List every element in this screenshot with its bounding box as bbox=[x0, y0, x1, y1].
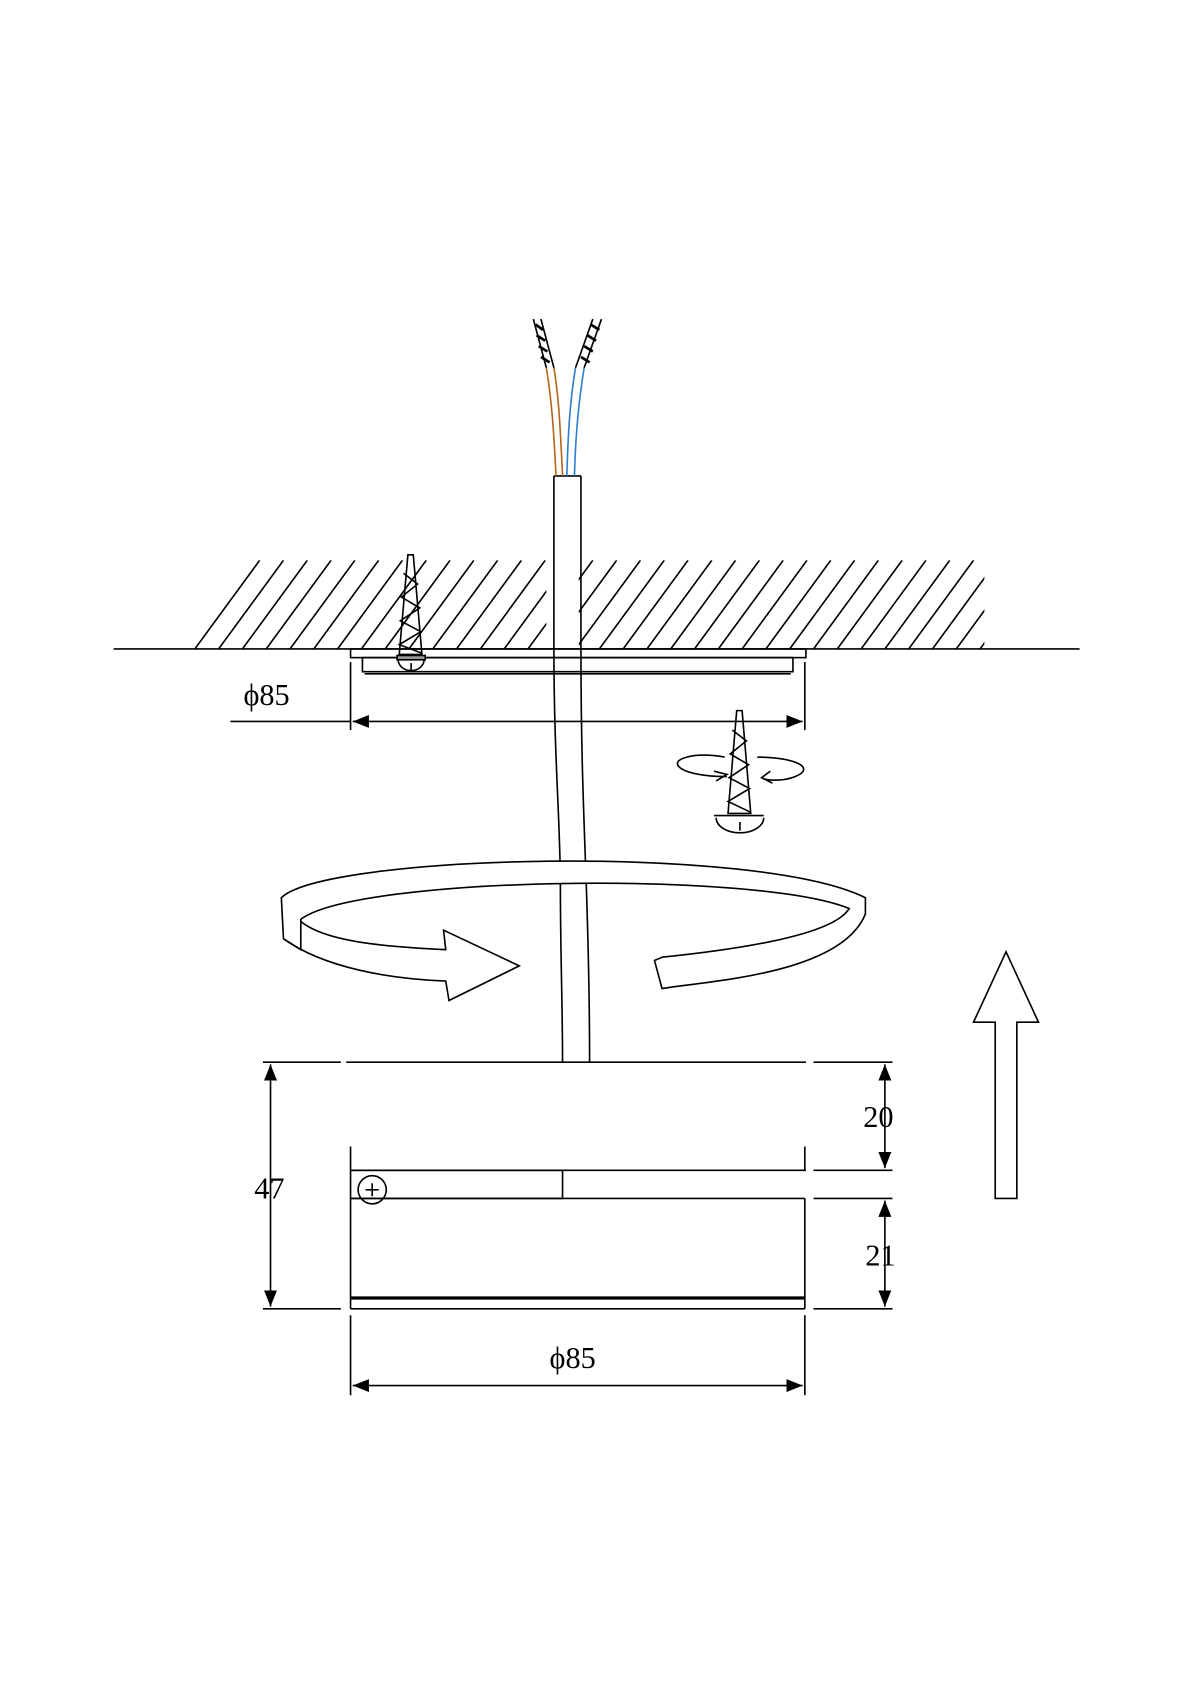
hatch-line bbox=[336, 560, 404, 649]
hatch-line bbox=[717, 560, 784, 649]
hatch-line bbox=[360, 560, 427, 649]
hatch-line bbox=[265, 560, 332, 649]
hatch-line bbox=[812, 560, 880, 649]
hatch-line bbox=[693, 560, 761, 649]
hatch-line bbox=[574, 560, 642, 649]
top-height-label: 20 bbox=[863, 1100, 893, 1134]
up-arrow-icon bbox=[972, 949, 1040, 1200]
hatch-line bbox=[598, 560, 665, 649]
hatch-line bbox=[432, 560, 499, 649]
hatch-line bbox=[241, 560, 308, 649]
dimension-heights bbox=[262, 1061, 893, 1396]
hatch-line bbox=[836, 560, 903, 649]
hatch-line bbox=[1051, 560, 1116, 649]
mounting-plate bbox=[349, 648, 807, 675]
hatch-line bbox=[479, 560, 546, 649]
blue-wire bbox=[566, 367, 577, 476]
hatch-line bbox=[789, 560, 856, 649]
hatch-line bbox=[313, 560, 380, 649]
brown-wire bbox=[545, 367, 557, 476]
body-diameter-label: ϕ85 bbox=[550, 1341, 596, 1375]
hatch-line bbox=[289, 560, 356, 649]
hatch-line bbox=[931, 576, 985, 649]
hatch-line bbox=[455, 560, 523, 649]
power-cable bbox=[532, 318, 603, 1063]
screw-icon bbox=[396, 554, 426, 672]
hatch-line bbox=[1075, 560, 1140, 649]
hatch-line bbox=[194, 560, 261, 649]
hatch-line bbox=[908, 560, 975, 649]
hatch-line bbox=[670, 560, 737, 649]
hatch-line bbox=[1004, 560, 1069, 649]
mount-diameter-label: ϕ85 bbox=[243, 678, 289, 712]
hatch-line bbox=[622, 560, 689, 649]
hatch-line bbox=[1028, 560, 1093, 649]
hatch-line bbox=[408, 560, 475, 649]
bottom-height-label: 21 bbox=[865, 1238, 895, 1272]
rotate-screw-icon bbox=[676, 709, 805, 834]
ceiling-hatch bbox=[194, 560, 1140, 649]
hatch-line bbox=[765, 560, 832, 649]
hatch-line bbox=[741, 560, 808, 649]
dimension-mount-diameter bbox=[230, 661, 806, 731]
hatch-line bbox=[884, 560, 951, 649]
hatch-line bbox=[860, 560, 927, 649]
hatch-line bbox=[979, 641, 985, 649]
hatch-line bbox=[955, 609, 985, 649]
total-height-label: 47 bbox=[254, 1171, 284, 1205]
rotation-arrow-icon bbox=[280, 860, 867, 1002]
fixture-body bbox=[346, 1061, 806, 1310]
hatch-line bbox=[646, 560, 713, 649]
hatch-line bbox=[217, 560, 285, 649]
fixing-screw-icon bbox=[357, 1174, 388, 1205]
